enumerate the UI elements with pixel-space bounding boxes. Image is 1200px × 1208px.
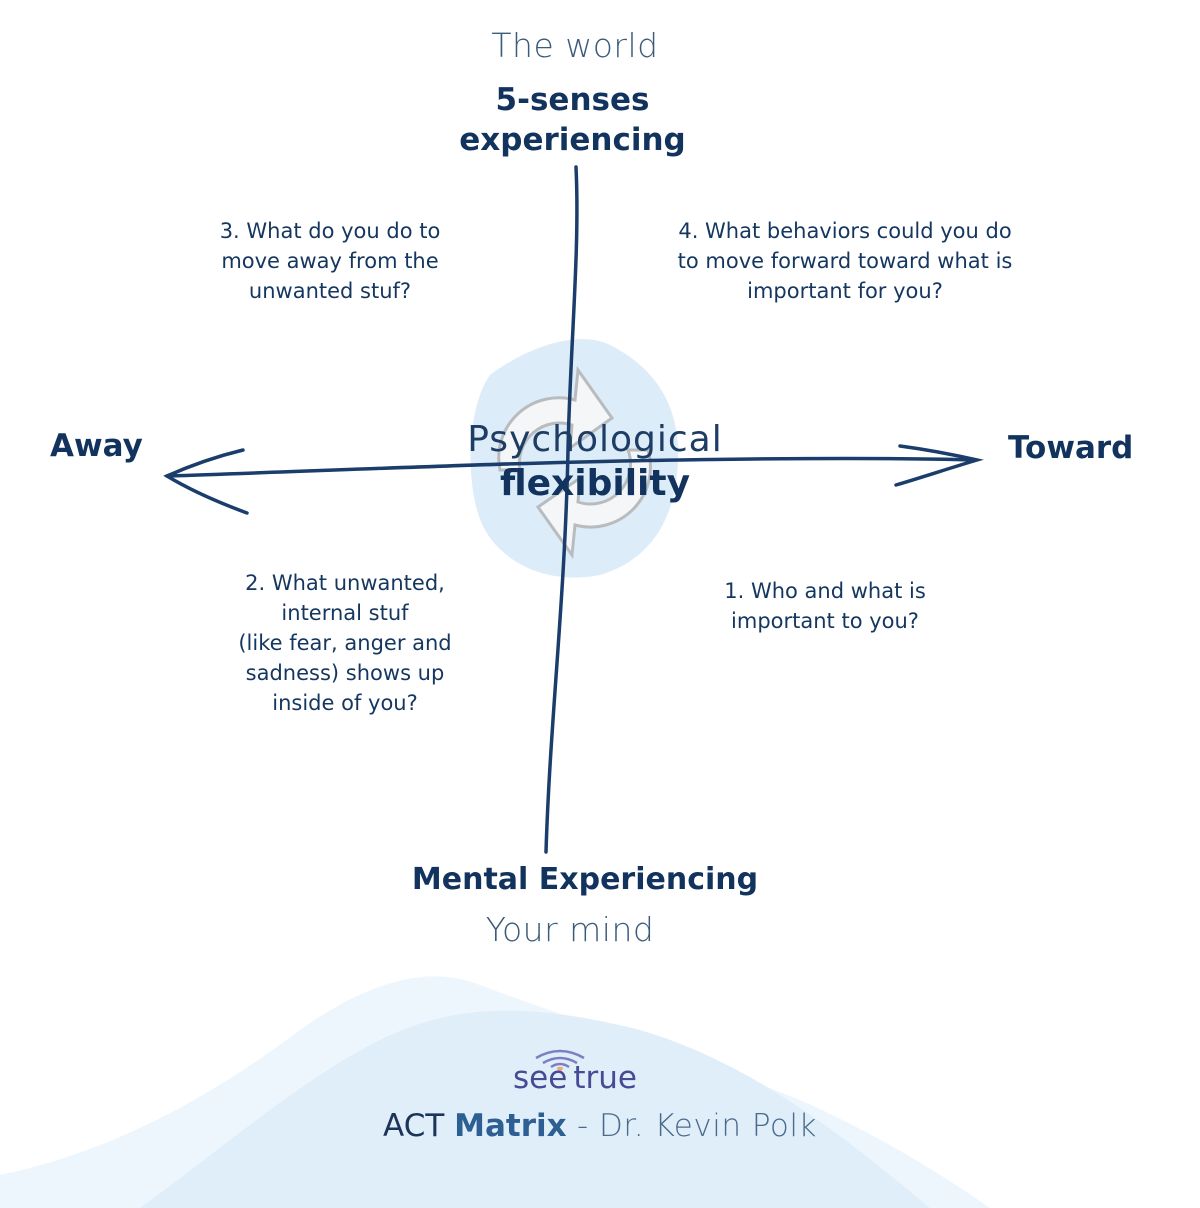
caption-act: ACT — [383, 1108, 445, 1144]
q4-line: important for you? — [747, 279, 943, 303]
q1-line: 1. Who and what is — [724, 579, 926, 603]
q1-line: important to you? — [731, 609, 919, 633]
q2-line: (like fear, anger and — [238, 631, 452, 655]
logo-true: true — [573, 1060, 637, 1096]
q2-line: internal stuf — [281, 601, 409, 625]
away-arrowhead — [163, 448, 249, 515]
caption-matrix: Matrix — [454, 1108, 567, 1144]
center-line2: flexibility — [499, 463, 691, 504]
wifi-signal-icon — [535, 1049, 585, 1072]
q4-line: 4. What behaviors could you do — [678, 219, 1012, 243]
away-label: Away — [50, 428, 143, 464]
q3-line: unwanted stuf? — [248, 279, 412, 303]
q2-line: 2. What unwanted, — [245, 571, 445, 595]
hill-front — [140, 1010, 930, 1208]
q3-line: 3. What do you do to — [219, 219, 441, 243]
top-subtitle: The world — [491, 26, 659, 65]
quadrant-3-question: 3. What do you do to move away from the … — [190, 216, 470, 306]
quadrant-4-question: 4. What behaviors could you do to move f… — [650, 216, 1040, 306]
quadrant-2-question: 2. What unwanted, internal stuf (like fe… — [210, 568, 480, 718]
bottom-title: Mental Experiencing — [411, 862, 759, 897]
quadrant-1-question: 1. Who and what is important to you? — [700, 576, 950, 636]
logo-see: see — [513, 1060, 568, 1096]
vertical-axis — [544, 165, 579, 854]
caption-author: - Dr. Kevin Polk — [566, 1108, 817, 1144]
center-glow — [470, 339, 679, 578]
q2-line: inside of you? — [272, 691, 418, 715]
q3-line: move away from the — [221, 249, 439, 273]
horizontal-axis — [165, 456, 977, 478]
top-title: 5-senses experiencing — [400, 80, 745, 160]
center-line1: Psychological — [467, 419, 723, 460]
bottom-subtitle: Your mind — [485, 910, 655, 949]
toward-arrowhead — [894, 444, 984, 487]
top-title-line1: 5-senses — [495, 82, 650, 118]
q4-line: to move forward toward what is — [677, 249, 1013, 273]
q2-line: sadness) shows up — [245, 661, 445, 685]
top-title-line2: experiencing — [459, 122, 686, 158]
footer-caption: ACT Matrix - Dr. Kevin Polk — [330, 1108, 870, 1144]
toward-label: Toward — [1008, 430, 1134, 466]
